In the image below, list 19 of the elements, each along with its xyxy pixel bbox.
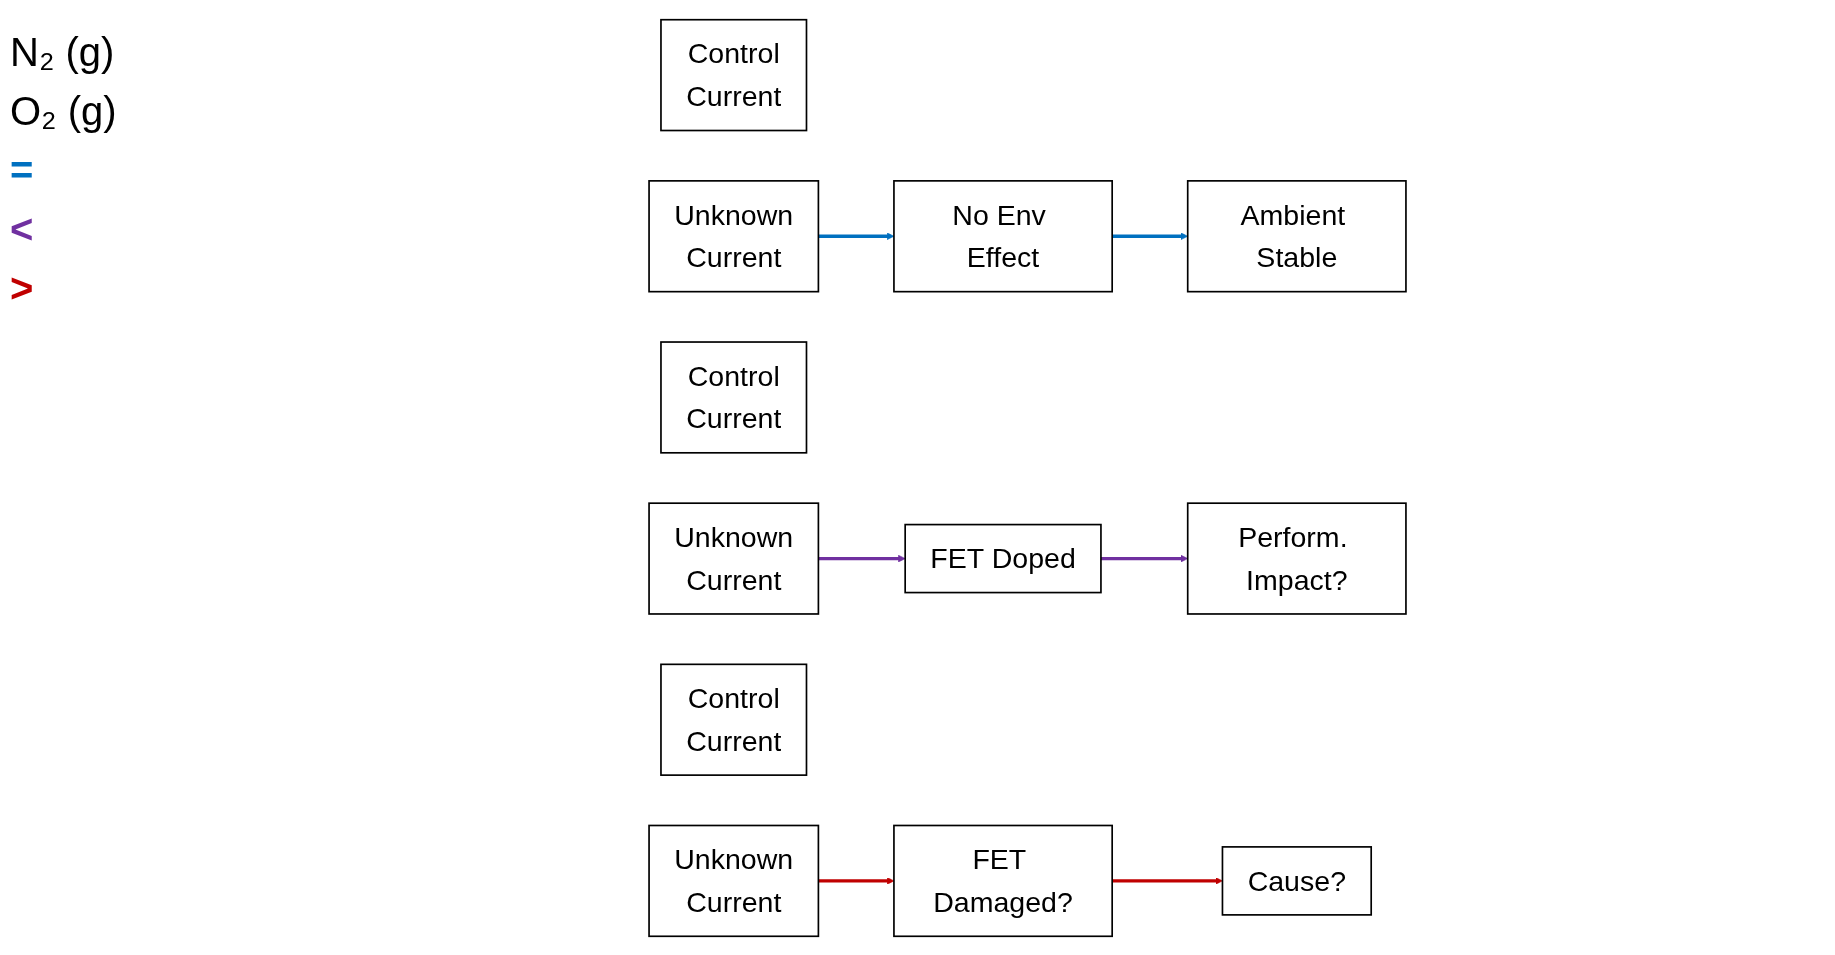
node-box: Cause? <box>1221 845 1373 916</box>
column-heading: O₂ (g) <box>10 89 118 134</box>
node-box: FET Doped <box>904 523 1102 593</box>
node-box: Unknown Current <box>648 501 820 615</box>
arrow <box>1112 876 1223 885</box>
node-box: Unknown Current <box>648 824 820 937</box>
node-box: Control Current <box>660 663 808 776</box>
comparison-sign: = <box>10 148 35 193</box>
node-box: Perform. Impact? <box>1186 501 1407 615</box>
node-box: FET Damaged? <box>893 824 1113 937</box>
arrow <box>818 554 906 562</box>
node-box: Ambient Stable <box>1186 179 1407 292</box>
node-box: Unknown Current <box>648 179 820 292</box>
node-box: No Env Effect <box>893 179 1113 292</box>
column-heading: N₂ (g) <box>10 30 116 75</box>
comparison-sign: > <box>10 266 35 311</box>
comparison-sign: < <box>10 207 35 252</box>
node-box: Control Current <box>660 340 808 454</box>
node-box: Control Current <box>660 18 808 131</box>
